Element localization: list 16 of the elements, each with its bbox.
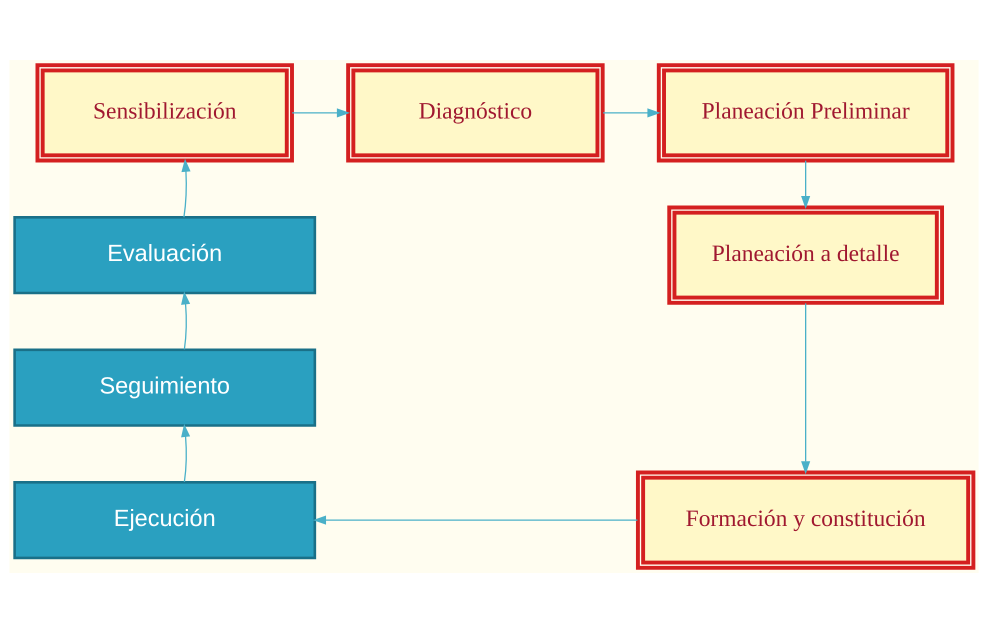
node-box: Ejecución — [12, 480, 316, 559]
arrow — [180, 290, 190, 349]
arrow — [312, 515, 637, 524]
arrow — [800, 302, 810, 474]
node-box: Seguimiento — [12, 348, 316, 426]
arrow — [602, 108, 660, 117]
arrow — [800, 160, 810, 209]
arrow — [292, 108, 350, 117]
arrow — [180, 423, 190, 482]
node-box: Evaluación — [12, 215, 316, 294]
node-box: Sensibilización — [35, 62, 294, 162]
node-box: Formación y constitución — [635, 470, 975, 570]
arrow — [180, 158, 190, 217]
node-box: Planeación a detalle — [666, 205, 944, 304]
node-box: Planeación Preliminar — [656, 62, 954, 162]
node-box: Diagnóstico — [346, 62, 604, 162]
